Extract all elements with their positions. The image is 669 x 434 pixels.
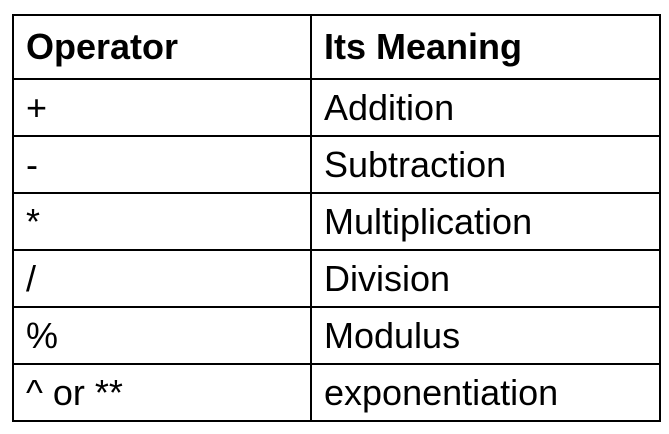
operator-cell: + [12,78,312,137]
operator-cell: % [12,306,312,365]
meaning-cell: Modulus [310,306,661,365]
operator-cell: / [12,249,312,308]
operator-table: Operator Its Meaning + Addition - Subtra… [12,14,661,422]
table-row: ^ or ** exponentiation [12,363,661,422]
column-header-meaning: Its Meaning [310,14,661,80]
meaning-cell: Subtraction [310,135,661,194]
operator-cell: ^ or ** [12,363,312,422]
operator-cell: - [12,135,312,194]
operator-cell: * [12,192,312,251]
table-row: + Addition [12,78,661,137]
meaning-cell: Multiplication [310,192,661,251]
table-row: % Modulus [12,306,661,365]
meaning-cell: Addition [310,78,661,137]
meaning-cell: Division [310,249,661,308]
column-header-operator: Operator [12,14,312,80]
meaning-cell: exponentiation [310,363,661,422]
table-row: - Subtraction [12,135,661,194]
table-row: * Multiplication [12,192,661,251]
table-row: / Division [12,249,661,308]
table-header-row: Operator Its Meaning [12,14,661,80]
